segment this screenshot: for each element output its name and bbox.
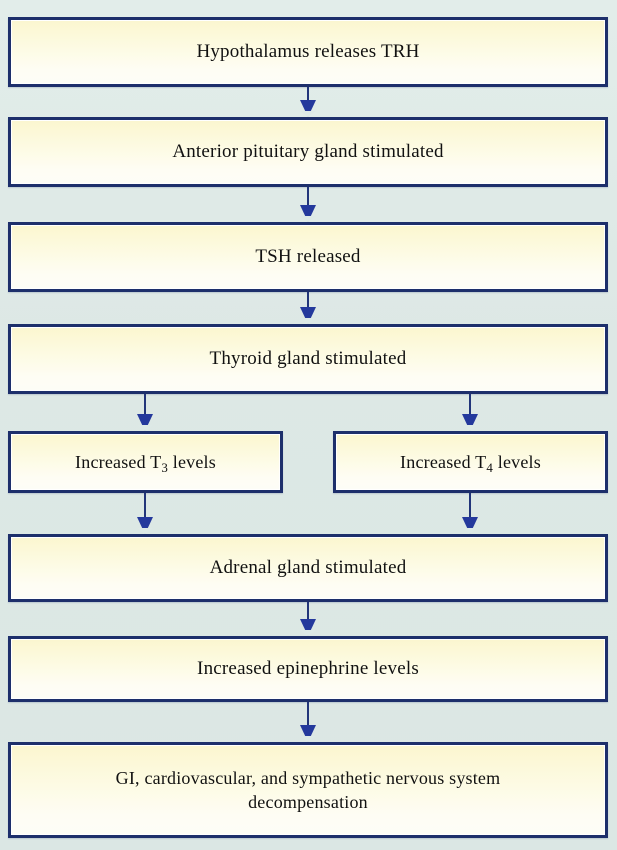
arrow-head-icon: [462, 414, 478, 431]
arrow-head-icon: [300, 725, 316, 742]
arrow-head-icon: [462, 517, 478, 534]
arrow-head-icon: [300, 205, 316, 222]
node-label-line1: GI, cardiovascular, and sympathetic nerv…: [115, 767, 501, 788]
node-label: Increased epinephrine levels: [197, 658, 419, 680]
arrow-stem: [469, 493, 471, 518]
arrow-stem: [307, 702, 309, 726]
node-label-suffix: levels: [168, 451, 216, 472]
node-label: TSH released: [255, 246, 361, 268]
node-tsh-released: TSH released: [8, 222, 608, 292]
node-anterior-pituitary-gland-stimulated: Anterior pituitary gland stimulated: [8, 117, 608, 187]
node-label: GI, cardiovascular, and sympathetic nerv…: [106, 766, 511, 815]
node-label-prefix: Increased T: [400, 451, 487, 472]
arrow-stem: [307, 187, 309, 206]
edge-arrow-n4-to-t3: [134, 394, 156, 431]
node-label-suffix: levels: [493, 451, 541, 472]
node-label: Thyroid gland stimulated: [209, 348, 407, 370]
node-increased-t4-levels: Increased T4 levels: [333, 431, 608, 493]
edge-arrow-n6-to-n7: [297, 602, 319, 636]
node-label: Increased T4 levels: [390, 451, 551, 474]
arrow-head-icon: [300, 307, 316, 324]
node-label: Increased T3 levels: [65, 451, 226, 474]
node-label-subscript: 3: [161, 459, 169, 475]
edge-arrow-t4-to-n6: [459, 493, 481, 534]
node-label-subscript: 4: [486, 459, 494, 475]
node-hypothalamus-releases-trh: Hypothalamus releases TRH: [8, 17, 608, 87]
edge-arrow-t3-to-n6: [134, 493, 156, 534]
arrow-stem: [144, 493, 146, 518]
node-label: Adrenal gland stimulated: [209, 557, 407, 579]
edge-arrow-n2-to-n3: [297, 187, 319, 222]
arrow-stem: [469, 394, 471, 415]
arrow-stem: [307, 292, 309, 308]
arrow-stem: [144, 394, 146, 415]
arrow-stem: [307, 87, 309, 101]
node-label: Hypothalamus releases TRH: [196, 41, 420, 63]
node-gi-cardiovascular-sympathetic-decompensation: GI, cardiovascular, and sympathetic nerv…: [8, 742, 608, 838]
edge-arrow-n4-to-t4: [459, 394, 481, 431]
node-increased-epinephrine-levels: Increased epinephrine levels: [8, 636, 608, 702]
arrow-stem: [307, 602, 309, 620]
node-label-prefix: Increased T: [75, 451, 162, 472]
arrow-head-icon: [137, 414, 153, 431]
edge-arrow-n1-to-n2: [297, 87, 319, 117]
edge-arrow-n7-to-n8: [297, 702, 319, 742]
arrow-head-icon: [300, 619, 316, 636]
node-adrenal-gland-stimulated: Adrenal gland stimulated: [8, 534, 608, 602]
arrow-head-icon: [137, 517, 153, 534]
node-thyroid-gland-stimulated: Thyroid gland stimulated: [8, 324, 608, 394]
edge-arrow-n3-to-n4: [297, 292, 319, 324]
node-increased-t3-levels: Increased T3 levels: [8, 431, 283, 493]
node-label-line2: decompensation: [248, 792, 368, 812]
node-label: Anterior pituitary gland stimulated: [172, 141, 444, 163]
arrow-head-icon: [300, 100, 316, 117]
